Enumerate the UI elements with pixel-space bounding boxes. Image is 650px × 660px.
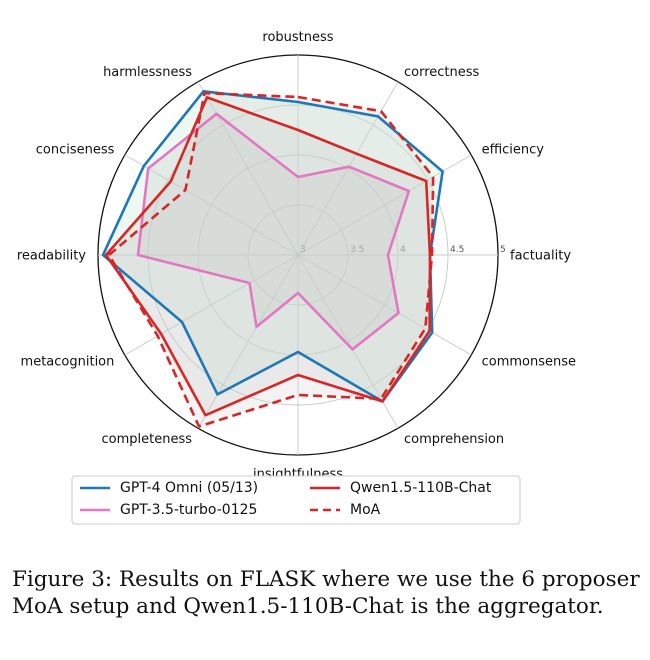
legend: GPT-4 Omni (05/13) GPT-3.5-turbo-0125 Qwen… — [71, 475, 521, 525]
legend-label: GPT-3.5-turbo-0125 — [120, 502, 257, 518]
axis-label-correctness: correctness — [404, 65, 480, 80]
series-fills — [103, 91, 443, 427]
legend-box — [71, 475, 521, 525]
radar-chart: 3 3.5 4 4.5 5 robustness correctness efficienc… — [17, 30, 576, 525]
axis-label-commonsense: commonsense — [482, 355, 576, 370]
figure-caption: Figure 3: Results on FLASK where we use … — [12, 567, 640, 619]
axis-spoke — [124, 154, 299, 256]
axis-label-readability: readability — [17, 249, 86, 264]
legend-label: GPT-4 Omni (05/13) — [120, 480, 258, 496]
axis-label-harmlessness: harmlessness — [103, 65, 192, 80]
axis-label-conciseness: conciseness — [36, 143, 115, 158]
radial-tick-label: 3.5 — [350, 245, 364, 255]
axis-spoke — [197, 254, 299, 429]
series-line — [107, 91, 435, 428]
axis-labels: robustness correctness efficiency factualit… — [17, 30, 576, 482]
legend-label: MoA — [350, 502, 381, 518]
series-fill — [103, 91, 443, 402]
axis-label-metacognition: metacognition — [21, 355, 115, 370]
legend-label: Qwen1.5-110B-Chat — [350, 480, 492, 496]
axis-label-comprehension: comprehension — [404, 432, 504, 447]
axis-spoke — [124, 254, 299, 356]
axis-spoke — [197, 81, 299, 256]
radial-tick-label: 3 — [300, 245, 306, 255]
series-line — [101, 90, 444, 403]
axis-label-robustness: robustness — [262, 30, 333, 45]
axis-label-efficiency: efficiency — [482, 143, 545, 158]
axis-label-factuality: factuality — [510, 249, 571, 264]
series-fill — [138, 113, 409, 350]
series-lines — [101, 90, 444, 428]
series-fill — [109, 93, 434, 427]
series-line — [136, 112, 411, 351]
radial-tick-label: 4 — [400, 245, 406, 255]
radial-tick-label: 4.5 — [450, 245, 464, 255]
radial-tick-label: 5 — [500, 245, 506, 255]
series-line — [104, 96, 432, 417]
axis-label-completeness: completeness — [101, 432, 192, 447]
axis-spoke — [297, 254, 472, 356]
